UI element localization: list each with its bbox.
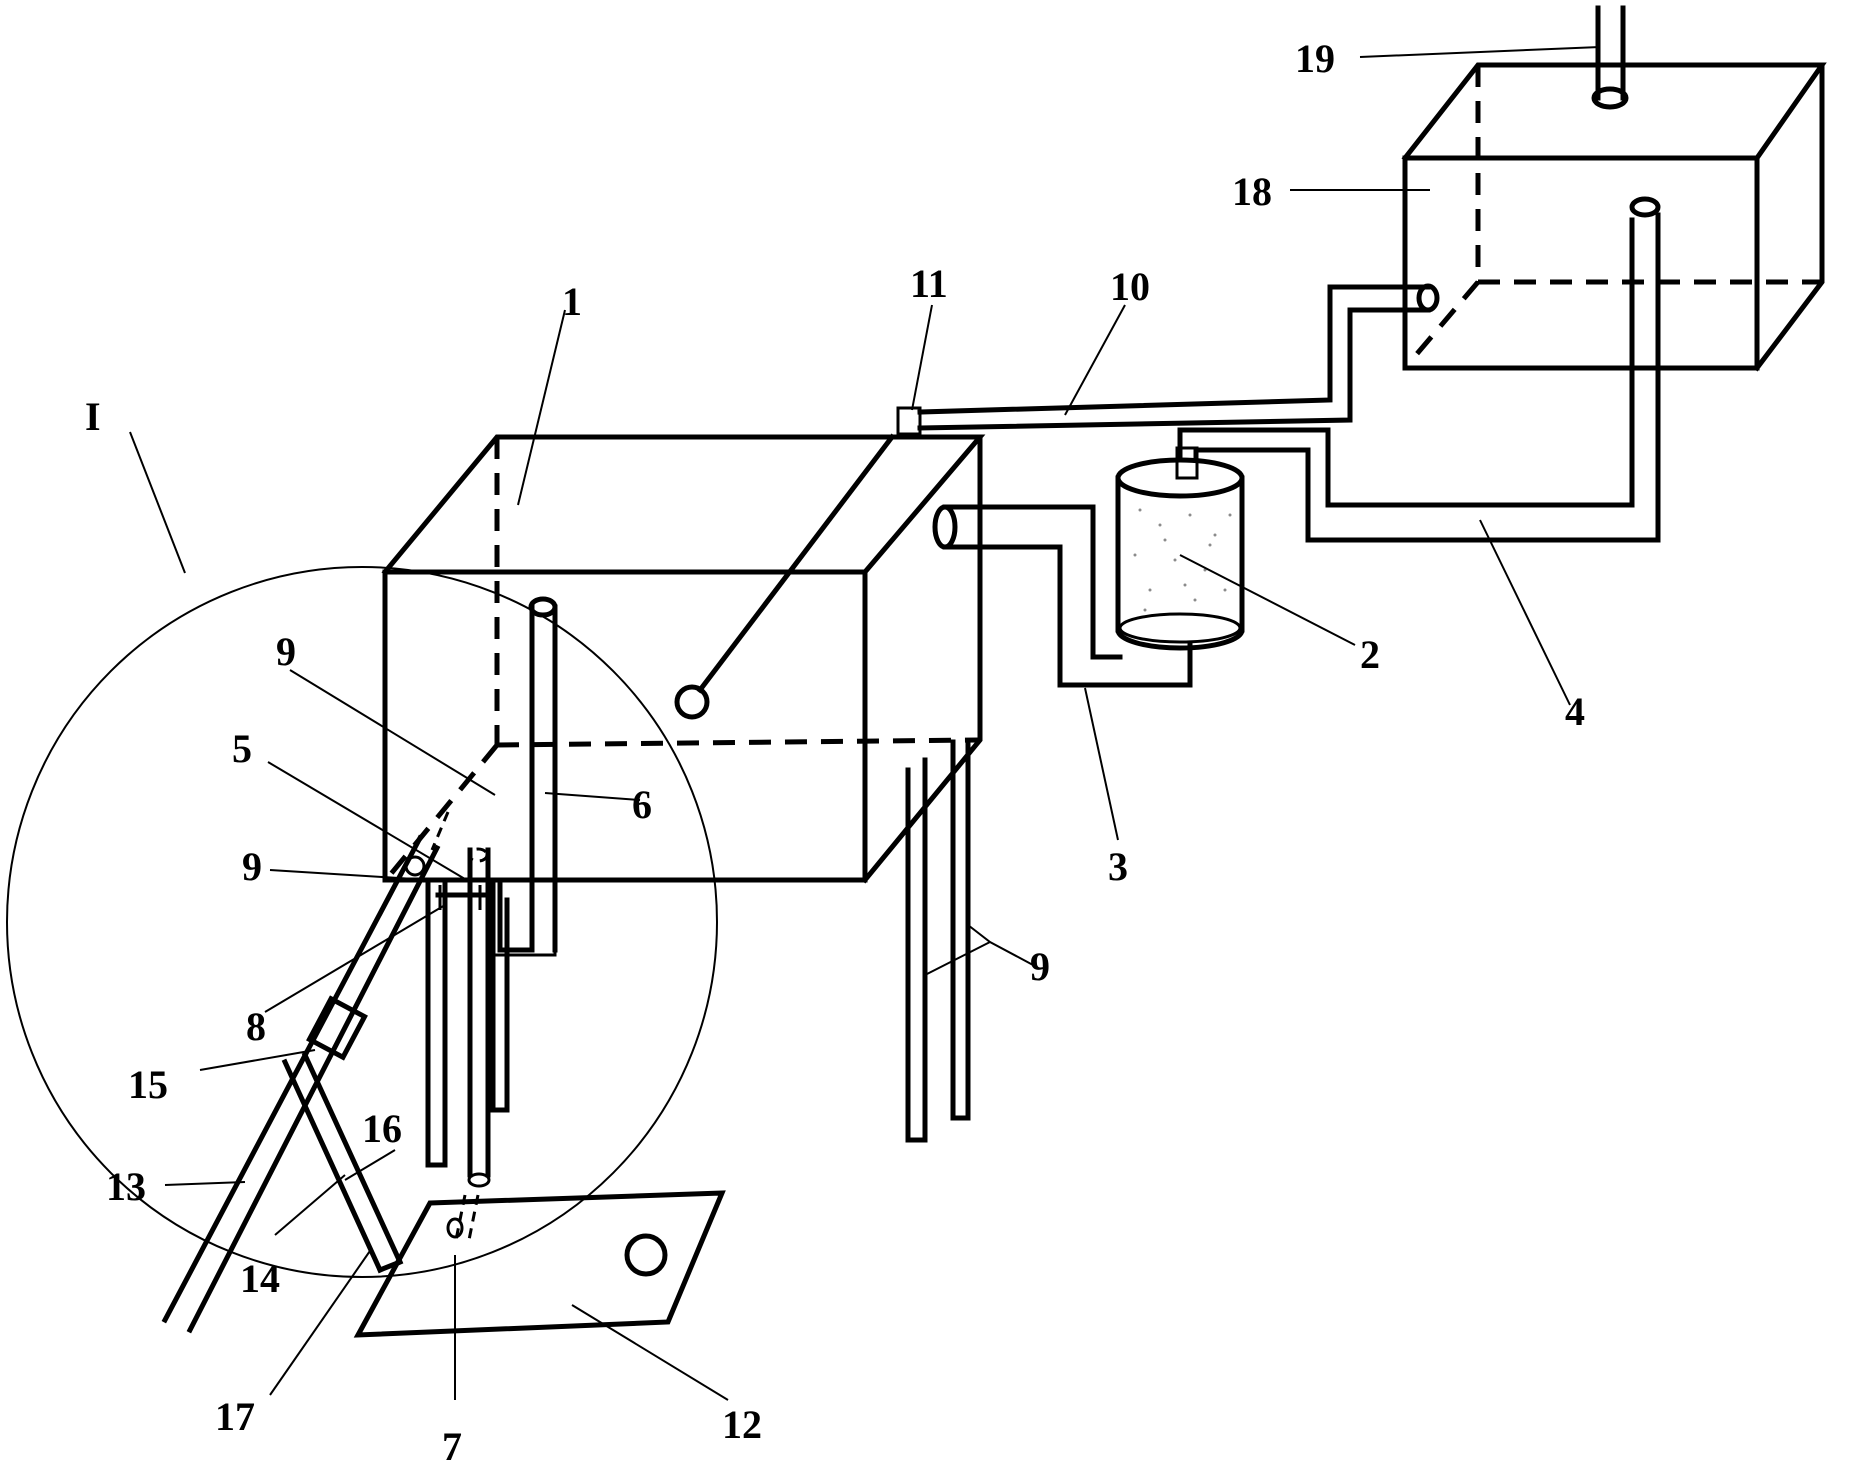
label-10: 10 — [1110, 264, 1150, 309]
filter-media — [1133, 508, 1232, 612]
detail-circle-I — [6, 566, 718, 1278]
label-17: 17 — [215, 1394, 255, 1439]
label-12: 12 — [722, 1402, 762, 1447]
label-11: 11 — [910, 261, 948, 306]
label-18: 18 — [1232, 169, 1272, 214]
label-4: 4 — [1565, 689, 1585, 734]
pipe-10 — [896, 283, 1440, 436]
upper-tank-18 — [1401, 62, 1827, 372]
label-detail-I: I — [85, 394, 101, 439]
inclined-rod-13 — [161, 811, 450, 1334]
bracket-8 — [435, 885, 493, 910]
part-labels: 1 2 3 4 5 6 7 8 9 9 9 10 11 12 13 14 15 … — [85, 36, 1585, 1469]
label-7: 7 — [442, 1424, 462, 1469]
label-14: 14 — [240, 1256, 280, 1301]
outlet-pipe-7 — [446, 847, 491, 1400]
label-5: 5 — [232, 726, 252, 771]
label-3: 3 — [1108, 844, 1128, 889]
label-16: 16 — [362, 1106, 402, 1151]
plate-12 — [353, 1190, 726, 1338]
label-6: 6 — [632, 782, 652, 827]
pipe-6 — [490, 596, 558, 957]
label-1: 1 — [562, 279, 582, 324]
filter-cylinder-2 — [1115, 446, 1245, 651]
label-9-lower: 9 — [242, 844, 262, 889]
pipe-3 — [932, 504, 1193, 688]
label-9-upper: 9 — [276, 629, 296, 674]
main-tank — [381, 433, 986, 884]
label-9-right: 9 — [1030, 944, 1050, 989]
label-8: 8 — [246, 1004, 266, 1049]
leader-lines — [129, 46, 1601, 1401]
label-15: 15 — [128, 1062, 168, 1107]
legs-9 — [425, 739, 971, 1168]
pipe-4 — [1177, 196, 1661, 543]
label-19: 19 — [1295, 36, 1335, 81]
label-2: 2 — [1360, 632, 1380, 677]
inlet-pipe-19 — [1591, 5, 1629, 110]
label-13: 13 — [106, 1164, 146, 1209]
